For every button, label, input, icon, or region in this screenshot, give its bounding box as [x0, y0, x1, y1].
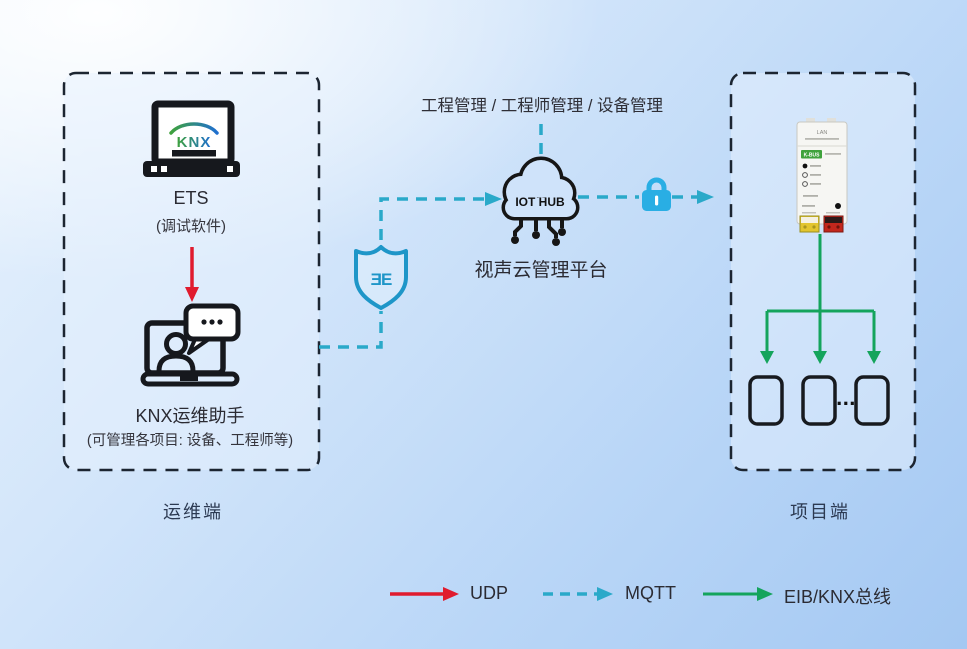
- ops-caption: 运维端: [163, 502, 223, 522]
- phone-icon: [854, 375, 890, 426]
- assistant-sublabel: (可管理各项目: 设备、工程师等): [86, 433, 294, 449]
- chat-dots: [201, 319, 223, 325]
- project-caption: 项目端: [790, 502, 850, 522]
- legend-label-eib: EIB/KNX总线: [784, 587, 892, 607]
- shield-link-glyph: ƎE: [371, 270, 392, 289]
- knx-logo: KNX: [177, 134, 212, 151]
- project-box: [729, 71, 917, 472]
- udp-legend-arrow: [390, 587, 459, 601]
- shield-icon: ƎE: [354, 245, 408, 310]
- eib-bus-arrowheads: [760, 351, 881, 364]
- udp-arrow: [185, 247, 199, 302]
- cloud-circuit-legs: [513, 219, 564, 238]
- mqtt-arrowhead-to-project: [697, 190, 714, 204]
- legend-label-mqtt: MQTT: [625, 583, 676, 603]
- assistant-label: KNX运维助手: [135, 406, 245, 426]
- ets-label: ETS: [173, 188, 209, 208]
- project-devices: [748, 375, 890, 426]
- device-terminal-yellow: [799, 215, 820, 233]
- phone-icon: [801, 375, 837, 426]
- knx-ip-device: LAN K-BUS: [796, 118, 848, 233]
- devices-ellipsis: ...: [836, 385, 856, 410]
- device-terminal-red: [823, 215, 844, 233]
- iot-cloud-icon: IOT HUB: [501, 156, 580, 246]
- chat-bubble-icon: [183, 303, 241, 355]
- assistant-laptop-icon: [140, 303, 241, 387]
- mqtt-legend-arrow: [543, 587, 613, 601]
- platform-label: 视声云管理平台: [474, 260, 608, 281]
- lock-icon: [642, 177, 671, 211]
- ets-computer-icon: KNX: [143, 100, 240, 177]
- person-icon: [156, 332, 196, 372]
- mqtt-arrowhead-to-cloud: [485, 192, 502, 206]
- mqtt-connectors: [319, 124, 698, 349]
- device-brand-label: K-BUS: [804, 153, 820, 159]
- legend-label-udp: UDP: [470, 583, 509, 603]
- eib-legend-arrow: [703, 587, 773, 601]
- management-title: 工程管理 / 工程师管理 / 设备管理: [420, 97, 664, 115]
- hub-label: IOT HUB: [515, 195, 565, 209]
- ets-sublabel: (调试软件): [156, 218, 226, 235]
- eib-bus-tree: [765, 234, 876, 352]
- device-lan-label: LAN: [817, 130, 828, 136]
- phone-icon: [748, 375, 784, 426]
